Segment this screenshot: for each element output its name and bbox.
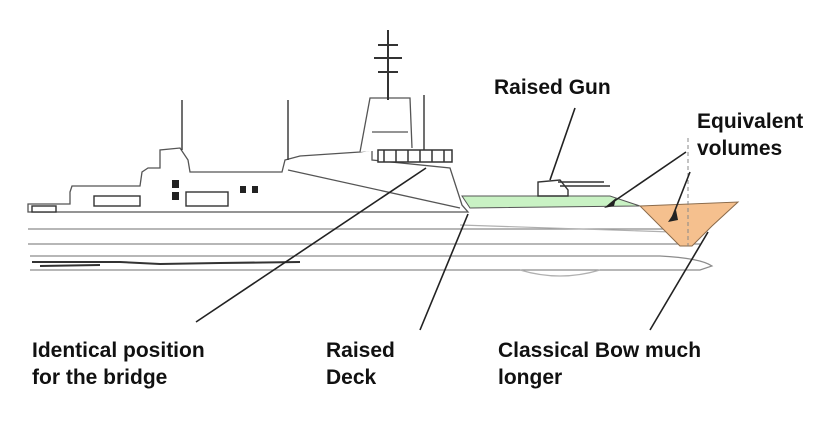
raised-deck-label: Raised Deck bbox=[326, 337, 395, 391]
waterline-marks bbox=[32, 261, 301, 267]
raised-gun-label: Raised Gun bbox=[494, 74, 611, 101]
identical-position-line2: for the bridge bbox=[32, 366, 168, 389]
equivalent-volumes-line1: Equivalent bbox=[697, 110, 804, 133]
raised-gun-text: Raised Gun bbox=[494, 76, 611, 99]
gun-mount bbox=[537, 179, 610, 197]
mast bbox=[181, 30, 425, 160]
classical-bow-area bbox=[638, 201, 740, 247]
hull-lines bbox=[28, 224, 714, 277]
equivalent-volumes-label: Equivalent volumes bbox=[697, 108, 803, 162]
classical-bow-line2: longer bbox=[498, 366, 563, 389]
raised-deck-line1: Raised bbox=[326, 339, 395, 362]
classical-bow-line1: Classical Bow much bbox=[498, 339, 702, 362]
pointer-lines bbox=[195, 107, 709, 331]
arrow-heads bbox=[604, 198, 678, 222]
identical-position-line1: Identical position bbox=[32, 339, 205, 362]
bridge-block bbox=[377, 149, 453, 163]
identical-position-label: Identical position for the bridge bbox=[32, 337, 205, 391]
black-markers bbox=[172, 180, 258, 200]
equivalent-volumes-line2: volumes bbox=[697, 137, 783, 160]
raised-deck-line2: Deck bbox=[326, 366, 377, 389]
classical-bow-label: Classical Bow much longer bbox=[498, 337, 701, 391]
hull-openings bbox=[31, 191, 229, 213]
